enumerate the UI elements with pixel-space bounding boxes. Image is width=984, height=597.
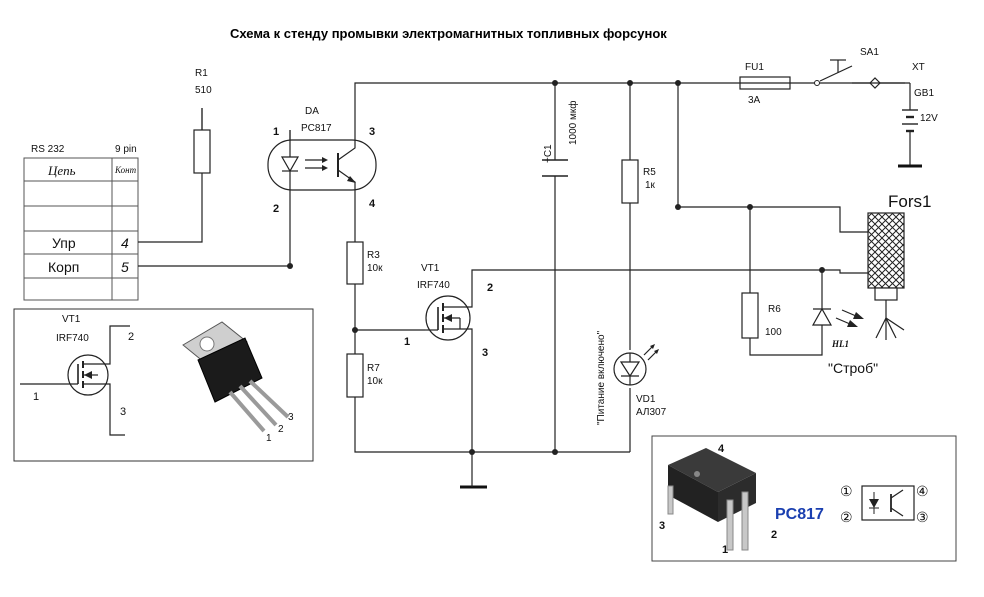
pc817-package-picture xyxy=(667,448,756,551)
inset-vt1-box: VT1 IRF740 1 2 3 1 2 3 xyxy=(13,308,314,462)
inset-vt1-pin3: 3 xyxy=(120,406,126,418)
fu1-value: 3А xyxy=(748,95,761,106)
da-part: PC817 xyxy=(301,123,332,134)
gb1-value: 12V xyxy=(920,113,938,124)
rs232-col-circuit: Цепь xyxy=(47,163,76,178)
capacitor-c1: +C1 1000 мкф xyxy=(542,100,579,177)
to220-pin3-label: 3 xyxy=(288,412,294,423)
mosfet-vt1: VT1 IRF740 1 2 3 xyxy=(404,263,493,359)
r7-ref: R7 xyxy=(367,363,380,374)
to220-package-picture: 1 2 3 xyxy=(182,321,294,444)
vd1-note: "Питание включено" xyxy=(596,330,607,425)
r5-value: 1к xyxy=(645,180,656,191)
da-ref: DA xyxy=(305,106,319,117)
da-pin1: 1 xyxy=(273,126,279,138)
led-hl1: HL1 "Строб" xyxy=(811,300,878,376)
to220-pin1-label: 1 xyxy=(266,433,272,444)
pc817-sym-pin3: ③ xyxy=(916,509,929,525)
vt1-part: IRF740 xyxy=(417,280,450,291)
junction-dots xyxy=(287,80,825,455)
rs232-row-control: Упр xyxy=(52,235,76,251)
rs232-row-control-contact: 4 xyxy=(121,235,129,251)
sa1-ref: SA1 xyxy=(860,47,879,58)
pc817-brand-label: PC817 xyxy=(775,506,824,523)
r7-value: 10к xyxy=(367,376,383,387)
to220-pin2-label: 2 xyxy=(278,424,284,435)
da-pin4: 4 xyxy=(369,198,376,210)
vt1-pin3: 3 xyxy=(482,347,488,359)
rs232-col-contact: Конт xyxy=(114,165,137,175)
c1-value: 1000 мкф xyxy=(567,100,579,145)
r1-ref: R1 xyxy=(195,68,208,79)
injector-fors1: Fors1 xyxy=(867,192,931,340)
gb1-ref: GB1 xyxy=(914,88,934,99)
r3-value: 10к xyxy=(367,263,383,274)
pc817-pkg-pin2: 2 xyxy=(771,529,777,541)
led-vd1: "Питание включено" VD1 АЛ307 xyxy=(596,330,667,425)
fu1-ref: FU1 xyxy=(745,62,764,73)
resistor-r7: R7 10к xyxy=(346,353,383,398)
switch-sa1: SA1 xyxy=(814,47,879,86)
fuse-fu1: FU1 3А xyxy=(739,62,791,106)
inset-pc817-box: 4 3 1 2 PC817 ① ② ④ ③ xyxy=(651,435,957,562)
rs232-table: RS 232 9 pin Цепь Конт Упр 4 Корп 5 xyxy=(23,144,139,301)
inset-vt1-ref: VT1 xyxy=(62,314,81,325)
xt-ref: XT xyxy=(912,62,925,73)
inset-vt1-part: IRF740 xyxy=(56,333,89,344)
da-pin2: 2 xyxy=(273,203,279,215)
wires xyxy=(138,82,905,489)
resistor-r5: R5 1к xyxy=(621,159,656,204)
c1-ref: +C1 xyxy=(543,144,554,163)
vt1-ref: VT1 xyxy=(421,263,440,274)
pc817-sym-pin2: ② xyxy=(840,509,853,525)
rs232-row-ground-contact: 5 xyxy=(121,259,129,275)
hl1-note: "Строб" xyxy=(828,360,878,376)
optocoupler-da: DA PC817 1 2 3 4 xyxy=(267,106,377,215)
resistor-r3: R3 10к xyxy=(346,241,383,285)
r6-value: 100 xyxy=(765,327,782,338)
r3-ref: R3 xyxy=(367,250,380,261)
pc817-pkg-pin4: 4 xyxy=(718,443,725,455)
vt1-pin1: 1 xyxy=(404,336,410,348)
vd1-ref: VD1 xyxy=(636,394,656,405)
rs232-row-ground: Корп xyxy=(48,259,79,275)
da-pin3: 3 xyxy=(369,126,375,138)
pc817-pkg-pin1: 1 xyxy=(722,544,728,556)
r6-ref: R6 xyxy=(768,304,781,315)
resistor-r1: R1 510 xyxy=(193,68,212,174)
inset-vt1-pin2: 2 xyxy=(128,331,134,343)
vt1-pin2: 2 xyxy=(487,282,493,294)
vd1-part: АЛ307 xyxy=(636,407,667,418)
pc817-pkg-pin3: 3 xyxy=(659,520,665,532)
pc817-sym-pin1: ① xyxy=(840,483,853,499)
r5-ref: R5 xyxy=(643,167,656,178)
fors1-ref: Fors1 xyxy=(888,192,931,211)
r1-value: 510 xyxy=(195,85,212,96)
hl1-ref: HL1 xyxy=(831,339,849,349)
inset-vt1-pin1: 1 xyxy=(33,391,39,403)
rs232-header-right: 9 pin xyxy=(115,144,137,155)
pc817-sym-pin4: ④ xyxy=(916,483,929,499)
resistor-r6: R6 100 xyxy=(741,292,782,339)
battery-gb1: XT GB1 12V xyxy=(869,62,938,168)
rs232-header-left: RS 232 xyxy=(31,144,65,155)
diagram-title: Схема к стенду промывки электромагнитных… xyxy=(230,26,667,41)
